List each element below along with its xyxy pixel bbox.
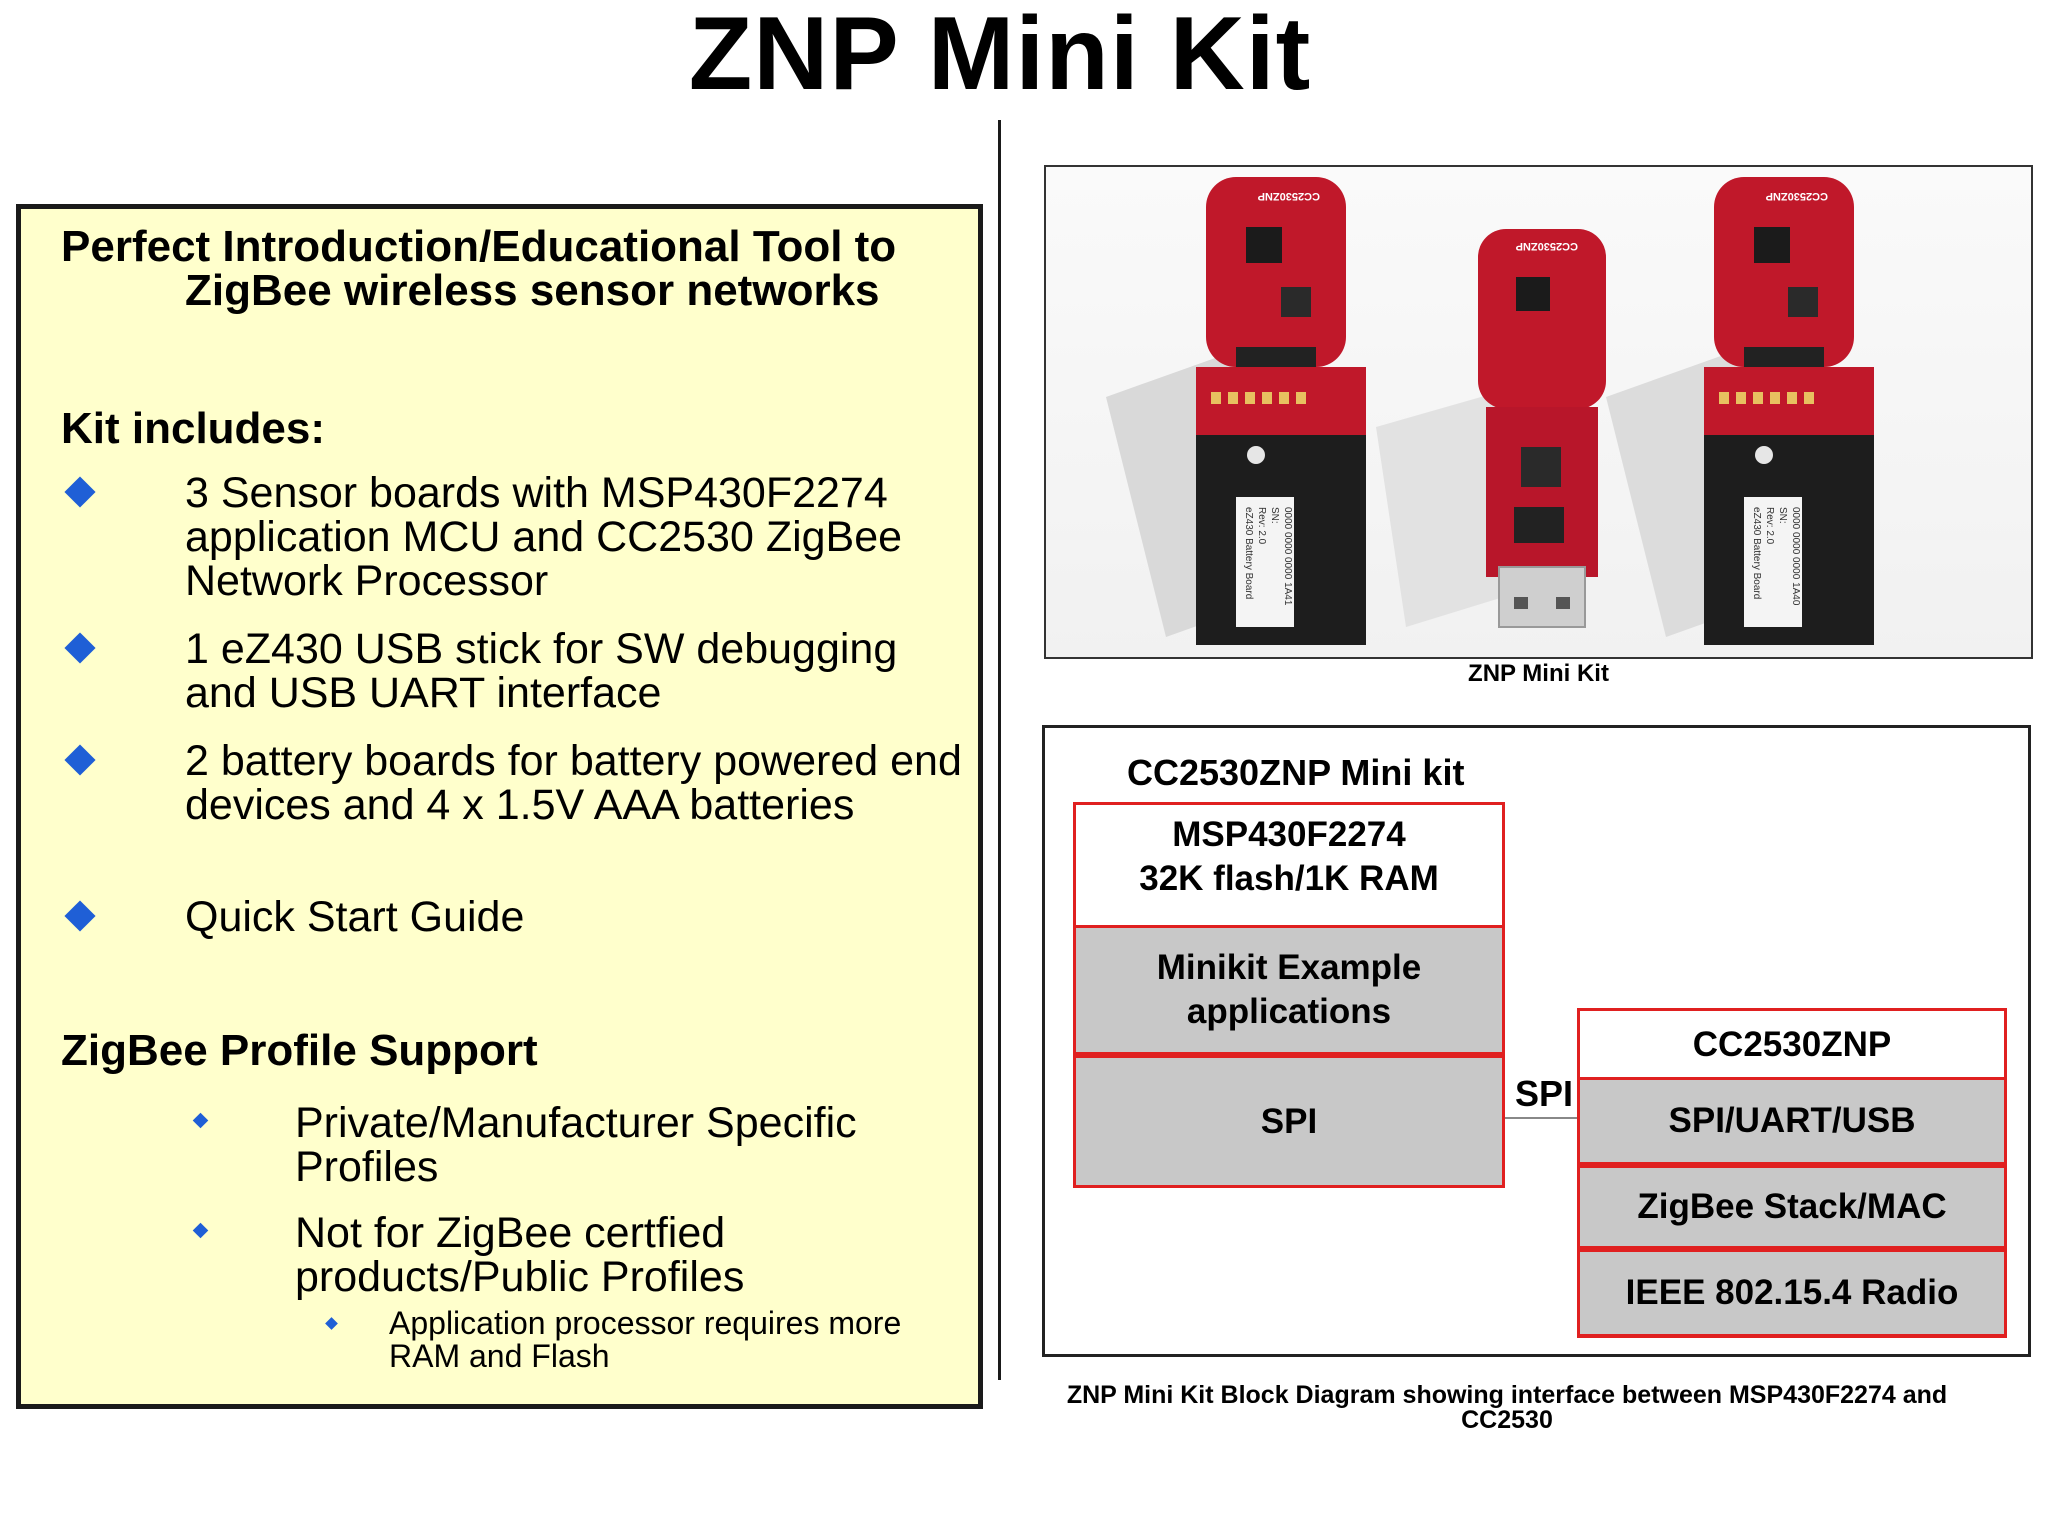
diagram-title: CC2530ZNP Mini kit [1127,752,1465,793]
battery-label-text: Rev: 2.0 [1764,507,1775,545]
sensor-board-right: eZ430 Battery Board Rev: 2.0 SN: 0000 00… [1704,177,1874,645]
intro-text: Perfect Introduction/Educational Tool to… [61,225,961,313]
kit-item: Quick Start Guide [61,895,971,939]
battery-label-text: SN: [1269,507,1280,524]
board-label-text: CC2530ZNP [1766,190,1828,202]
battery-label-text: 0000 0000 0000 1A40 [1790,507,1801,606]
spi-link-label: SPI [1515,1073,1574,1114]
board-label-text: CC2530ZNP [1258,190,1320,202]
msp430-block: MSP430F2274 32K flash/1K RAM Minikit Exa… [1073,802,1505,1188]
kit-item: 1 eZ430 USB stick for SW debugging and U… [61,627,971,715]
photo-caption: ZNP Mini Kit [1468,660,1609,687]
kit-photo-illustration: eZ430 Battery Board Rev: 2.0 SN: 0000 00… [1106,177,1874,645]
battery-label-text: eZ430 Battery Board [1751,507,1762,599]
msp430-header: MSP430F2274 32K flash/1K RAM [1076,813,1502,901]
page-title: ZNP Mini Kit [688,0,1312,112]
spi-connector [1505,1117,1578,1119]
profile-item: Private/Manufacturer Specific Profiles [161,1101,961,1189]
znp-interface-layer: SPI/UART/USB [1577,1077,2007,1165]
profile-item: Not for ZigBee certfied products/Public … [161,1211,961,1299]
cc2530znp-block: CC2530ZNP SPI/UART/USB ZigBee Stack/MAC … [1577,1008,2007,1338]
board-label-text: CC2530ZNP [1516,240,1578,252]
block-diagram: CC2530ZNP Mini kit MSP430F2274 32K flash… [1042,725,2031,1357]
usb-stick: CC2530ZNP [1478,229,1606,628]
intro-line-1: Perfect Introduction/Educational Tool to [61,222,897,271]
battery-label-text: Rev: 2.0 [1256,507,1267,545]
diagram-caption: ZNP Mini Kit Block Diagram showing inter… [1066,1381,1948,1434]
msp430-memory: 32K flash/1K RAM [1139,859,1439,898]
msp-spi-layer: SPI [1073,1055,1505,1188]
intro-line-2: ZigBee wireless sensor networks [185,266,880,315]
vertical-divider [998,120,1001,1380]
radio-layer: IEEE 802.15.4 Radio [1577,1249,2007,1337]
info-panel: Perfect Introduction/Educational Tool to… [16,204,983,1409]
kit-photo: eZ430 Battery Board Rev: 2.0 SN: 0000 00… [1044,165,2033,659]
minikit-app-layer: Minikit Example applications [1073,925,1505,1055]
battery-label-text: eZ430 Battery Board [1243,507,1254,599]
msp430-name: MSP430F2274 [1172,815,1406,854]
zigbee-stack-layer: ZigBee Stack/MAC [1577,1165,2007,1249]
znp-header: CC2530ZNP [1692,1025,1892,1064]
sensor-board-left: eZ430 Battery Board Rev: 2.0 SN: 0000 00… [1196,177,1366,645]
battery-label-text: SN: [1777,507,1788,524]
kit-item: 2 battery boards for battery powered end… [61,739,971,827]
profile-support-heading: ZigBee Profile Support [61,1026,538,1075]
battery-label-text: 0000 0000 0000 1A41 [1282,507,1293,606]
kit-includes-heading: Kit includes: [61,404,326,453]
profile-subitem: Application processor requires more RAM … [301,1307,951,1373]
kit-item: 3 Sensor boards with MSP430F2274 applica… [61,471,971,603]
